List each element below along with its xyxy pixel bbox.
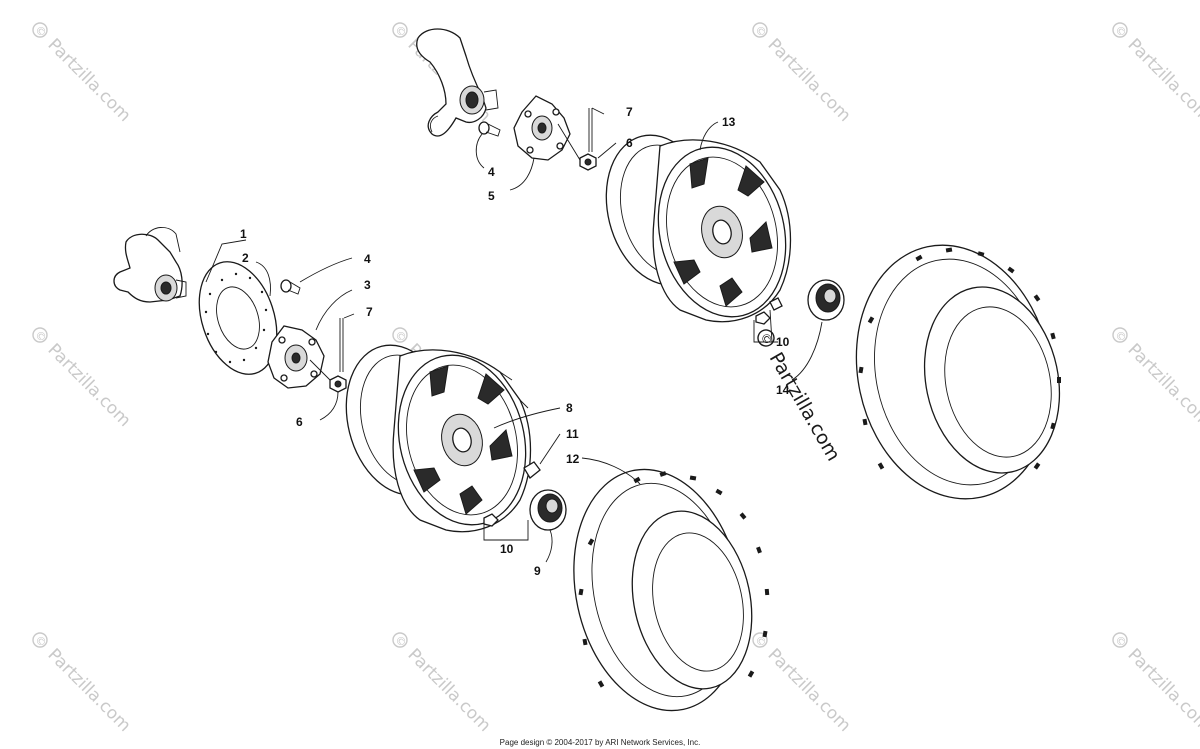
callouts: 1 2 3 4 7 6 7 6 4 5 13 8 11 12 10 9 10 1… (240, 105, 790, 578)
lower-cotter-pin (339, 318, 344, 372)
callout-11: 11 (566, 427, 579, 441)
svg-text:Partzilla.com: Partzilla.com (44, 340, 135, 431)
front-tire (573, 468, 770, 712)
callout-7-upper: 7 (626, 105, 633, 119)
rear-wheel-cap (807, 279, 845, 321)
watermark: © Partzilla.com (1112, 22, 1200, 126)
watermark: © Partzilla.com (1112, 327, 1200, 431)
rear-wheel-rim (605, 134, 792, 323)
upper-bolt (478, 121, 501, 137)
upper-steering-knuckle (416, 28, 499, 137)
svg-text:Partzilla.com: Partzilla.com (404, 645, 495, 736)
lower-bolt (280, 279, 301, 295)
brake-disc (198, 261, 278, 375)
svg-text:Partzilla.com: Partzilla.com (1124, 35, 1200, 126)
rear-lug-nut (755, 311, 771, 325)
callout-6-upper: 6 (626, 136, 633, 150)
callout-10-lower: 10 (500, 542, 514, 556)
callout-12: 12 (566, 452, 580, 466)
leader-lines (205, 107, 823, 563)
svg-text:Partzilla.com: Partzilla.com (1124, 645, 1200, 736)
callout-10-upper: 10 (776, 335, 790, 349)
front-valve-stem (523, 461, 541, 479)
callout-5: 5 (488, 189, 495, 203)
watermark: © Partzilla.com (1112, 632, 1200, 736)
callout-6-lower: 6 (296, 415, 303, 429)
svg-text:Partzilla.com: Partzilla.com (44, 35, 135, 126)
callout-14: 14 (776, 383, 790, 397)
svg-text:Partzilla.com: Partzilla.com (44, 645, 135, 736)
lower-steering-knuckle (113, 227, 187, 303)
watermark: © Partzilla.com (32, 632, 135, 736)
upper-cotter-pin (588, 108, 593, 152)
callout-7-lower: 7 (366, 305, 373, 319)
front-wheel-cap (529, 489, 567, 531)
callout-2: 2 (242, 251, 249, 265)
rear-tire (855, 244, 1061, 500)
svg-text:Partzilla.com: Partzilla.com (764, 645, 855, 736)
svg-text:Partzilla.com: Partzilla.com (765, 349, 845, 465)
lower-hub (267, 325, 331, 389)
footer-copyright: Page design © 2004-2017 by ARI Network S… (499, 738, 701, 747)
callout-4-upper: 4 (488, 165, 495, 179)
lower-nut (329, 375, 347, 393)
callout-8: 8 (566, 401, 573, 415)
watermark: © Partzilla.com (752, 632, 855, 736)
callout-1: 1 (240, 227, 247, 241)
watermark: © Partzilla.com (392, 632, 495, 736)
callout-13: 13 (722, 115, 736, 129)
watermark-dark: © Partzilla.com (757, 329, 845, 465)
watermark: © Partzilla.com (32, 22, 135, 126)
rear-valve-stem (769, 297, 783, 311)
upper-hub (513, 95, 591, 167)
svg-text:Partzilla.com: Partzilla.com (764, 35, 855, 126)
front-wheel-rim (345, 344, 532, 533)
watermark: © Partzilla.com (32, 327, 135, 431)
callout-9: 9 (534, 564, 541, 578)
svg-text:Partzilla.com: Partzilla.com (1124, 340, 1200, 431)
callout-4-lower: 4 (364, 252, 371, 266)
callout-3: 3 (364, 278, 371, 292)
upper-nut (579, 153, 597, 171)
watermark: © Partzilla.com (752, 22, 855, 126)
